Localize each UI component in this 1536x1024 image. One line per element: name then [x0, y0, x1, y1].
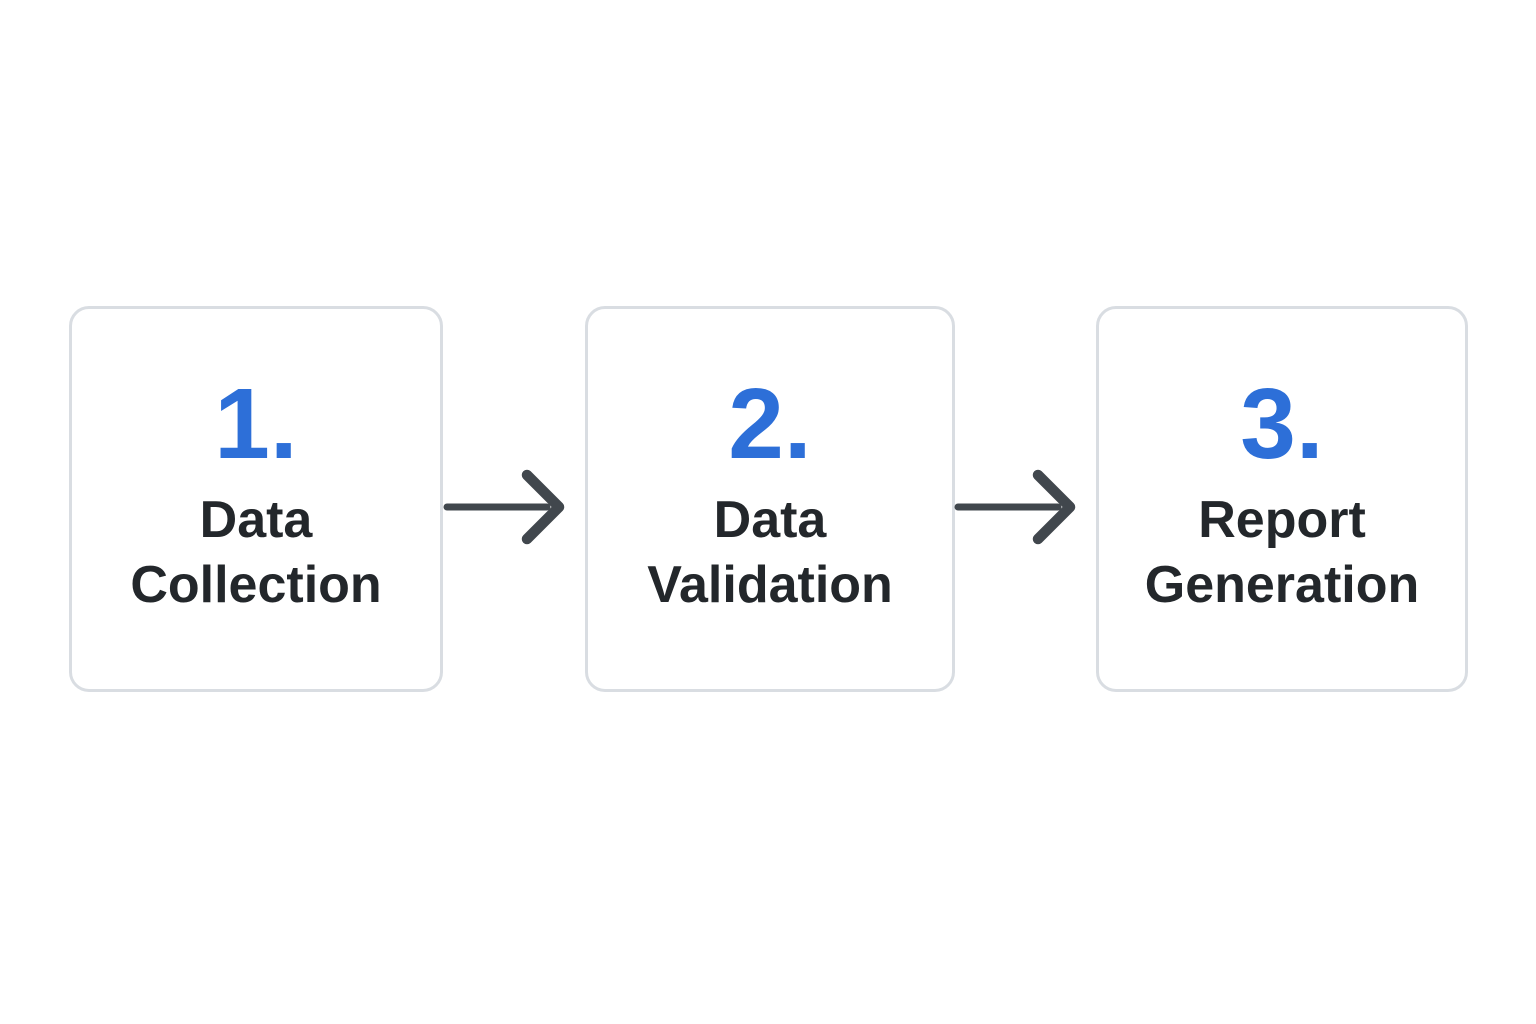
step-box-report-generation: 3. Report Generation — [1096, 306, 1468, 692]
step-number-1: 1. — [214, 368, 298, 480]
step-label-data-collection: Data Collection — [130, 491, 382, 614]
arrow-right-icon — [954, 469, 1076, 545]
step-box-data-collection: 1. Data Collection — [69, 306, 443, 692]
step-label-report-generation: Report Generation — [1144, 491, 1420, 614]
step-number-3: 3. — [1240, 368, 1324, 480]
step-box-data-validation: 2. Data Validation — [585, 306, 955, 692]
step-number-2: 2. — [728, 368, 812, 480]
step-label-data-validation: Data Validation — [647, 491, 893, 614]
arrow-right-icon — [443, 469, 565, 545]
